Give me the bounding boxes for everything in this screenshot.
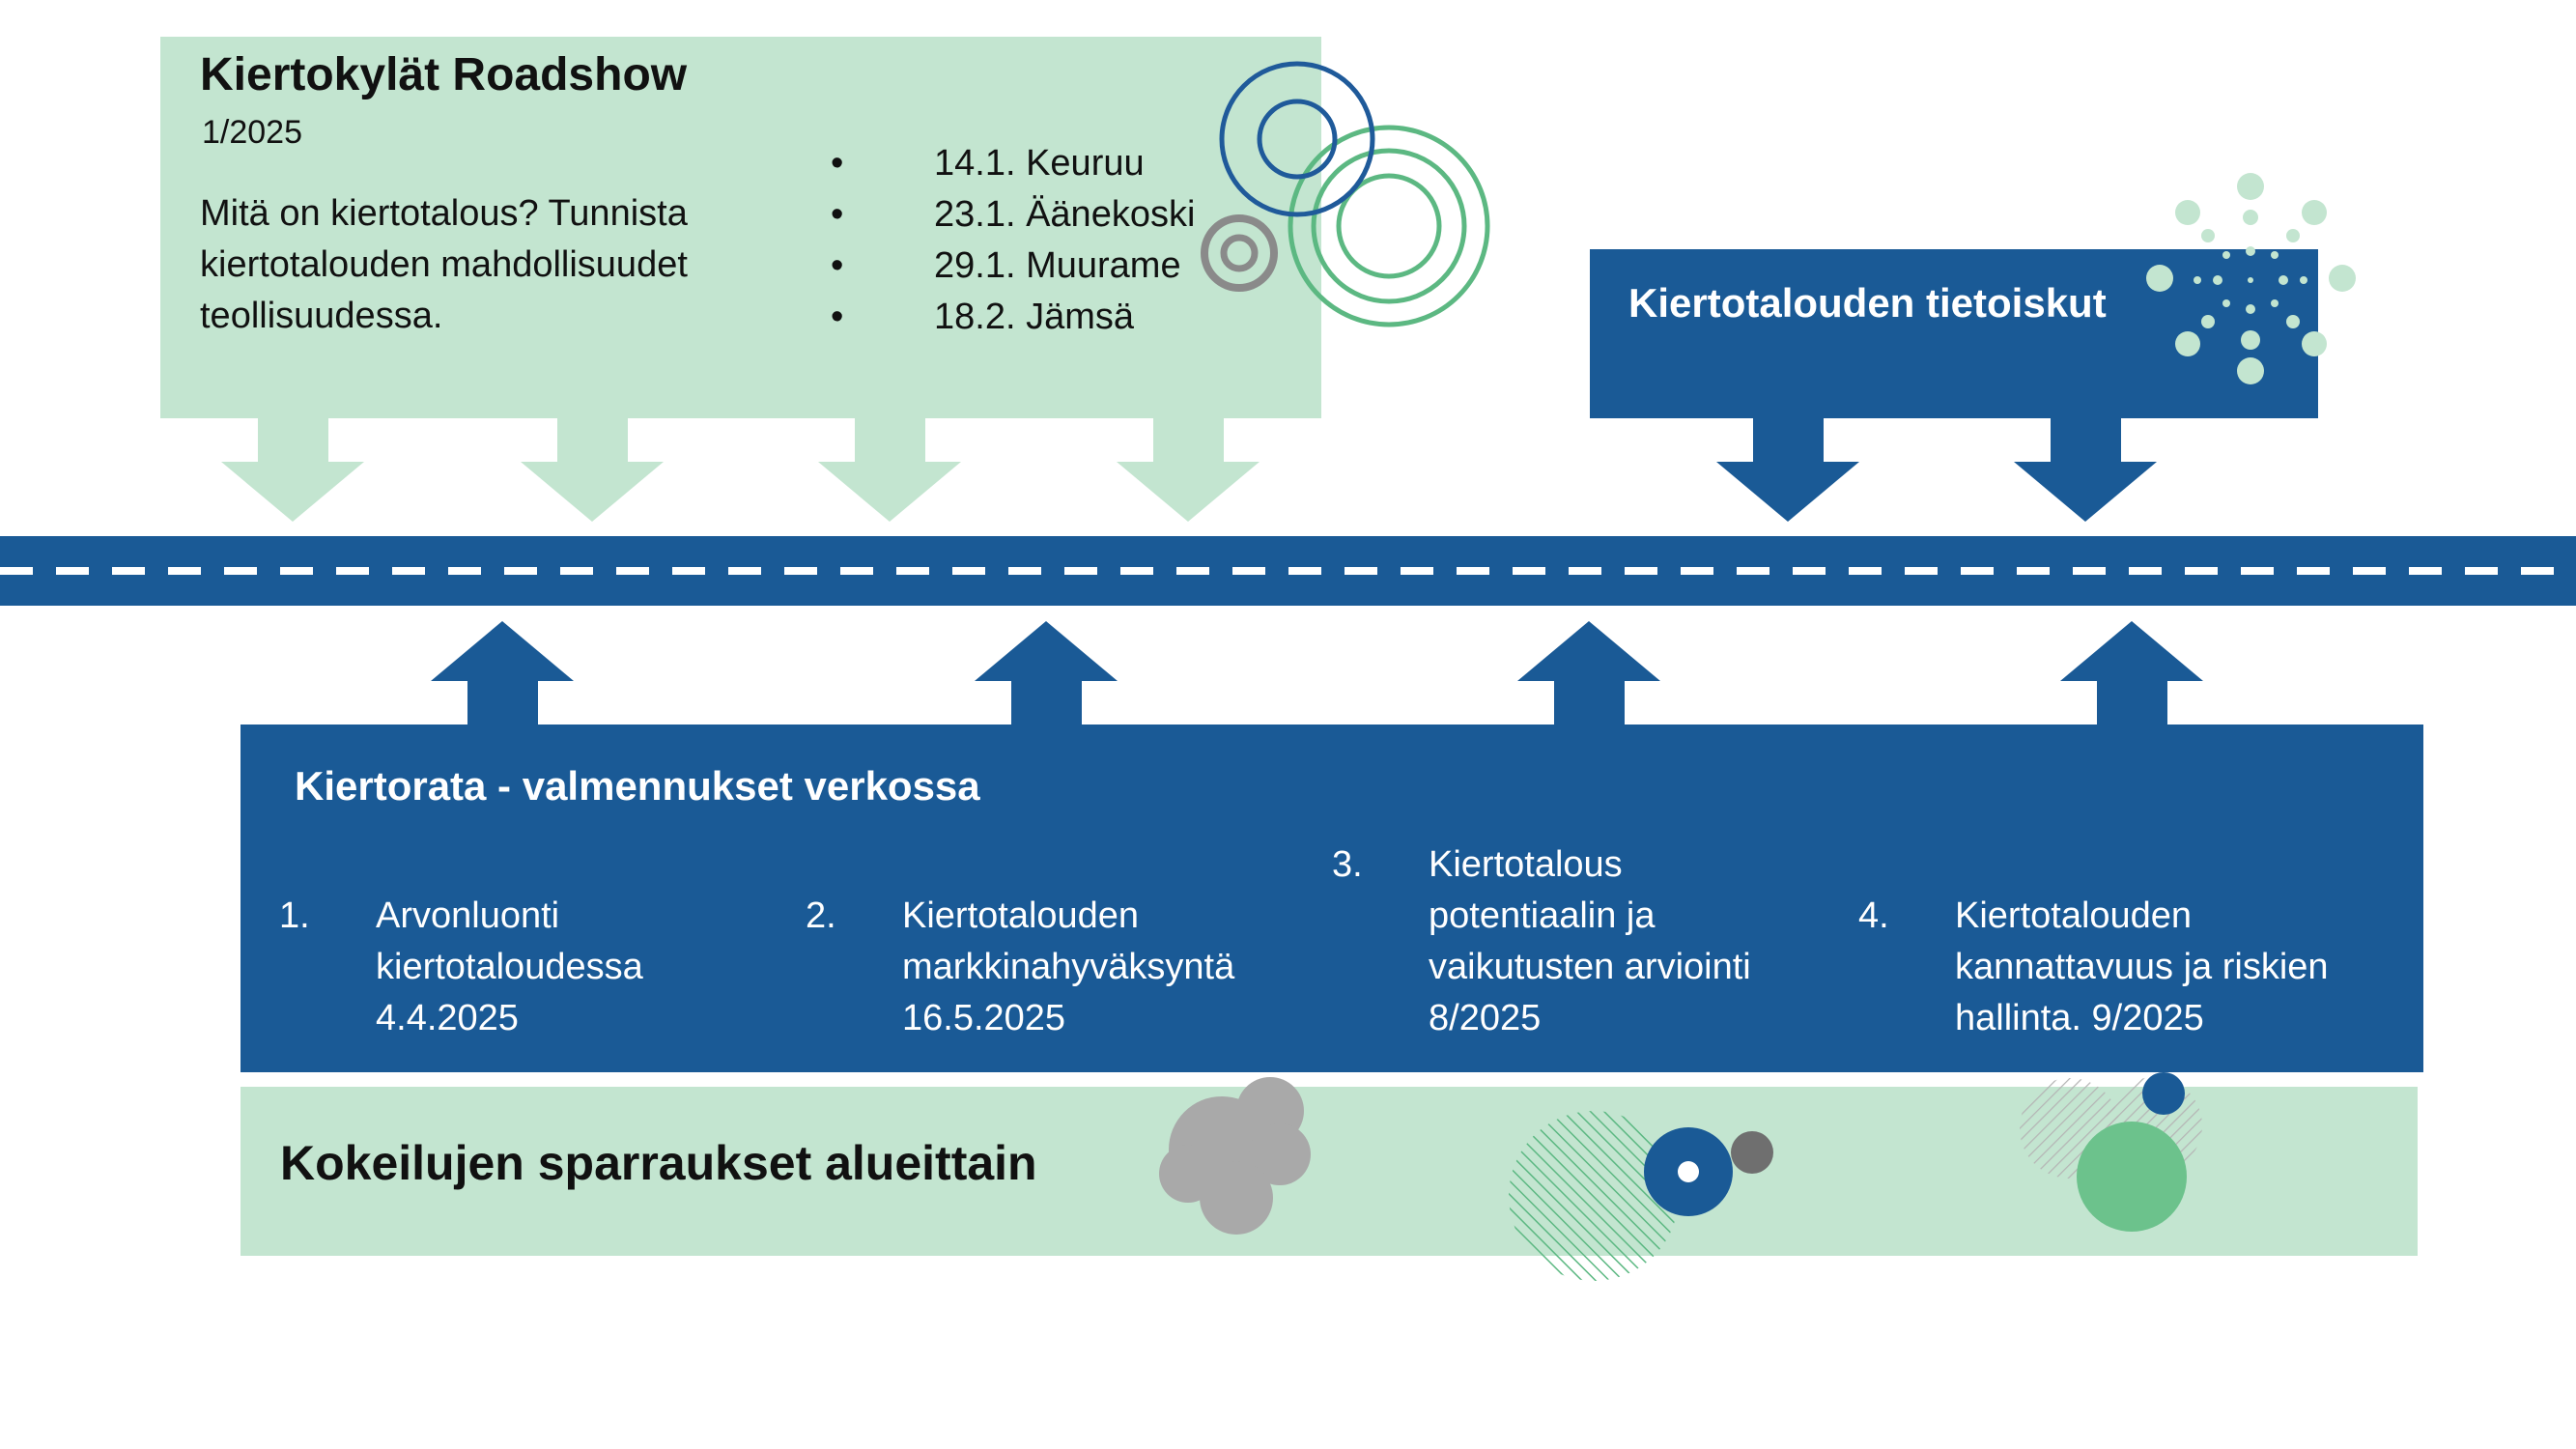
roadshow-arrows [221,418,1260,522]
down-arrow [2014,418,2157,522]
course-line: markkinahyväksyntä [902,947,1235,987]
course-number: 2. [806,895,836,936]
course-line: kiertotaloudessa [376,947,643,987]
hatched-circle-decoration [1509,1111,1773,1281]
event-item: • 18.2. Jämsä [831,292,1195,343]
course-number: 1. [279,895,310,936]
course-text: Kiertotalouden markkinahyväksyntä 16.5.2… [902,891,1234,1044]
bullet: • [831,143,844,184]
course-line: potentiaalin ja [1429,895,1656,936]
kiertorata-box [241,724,2423,1072]
down-arrow [818,418,961,522]
up-arrow [2060,621,2203,724]
course-line: kannattavuus ja riskien [1955,947,2329,987]
tietoiskut-box [1590,249,2318,418]
course-text: Arvonluonti kiertotaloudessa 4.4.2025 [376,891,643,1044]
course-text: Kiertotalouden kannattavuus ja riskien h… [1955,891,2329,1044]
course-line: 4.4.2025 [376,998,519,1038]
down-arrow [1716,418,1859,522]
bullet: • [831,194,844,235]
event-item: • 23.1. Äänekoski [831,189,1195,241]
up-arrow [431,621,574,724]
kiertorata-arrows [431,621,2203,724]
bullet: • [831,297,844,337]
event-text: 23.1. Äänekoski [934,194,1196,235]
down-arrow [521,418,664,522]
roadshow-date: 1/2025 [202,114,302,151]
event-text: 18.2. Jämsä [934,297,1134,337]
course-line: 8/2025 [1429,998,1542,1038]
green-circle-decoration [2020,1072,2202,1232]
dot-burst-decoration [2146,173,2356,384]
event-item: • 14.1. Keuruu [831,138,1195,189]
course-line: 16.5.2025 [902,998,1066,1038]
up-arrow [975,621,1118,724]
course-text: Kiertotalous potentiaalin ja vaikutusten… [1429,839,1751,1044]
kokeilut-title: Kokeilujen sparraukset alueittain [280,1136,1037,1190]
concentric-circles-decoration [1201,61,1490,327]
grey-blob-decoration [1159,1077,1311,1235]
event-text: 29.1. Muurame [934,245,1181,286]
kiertorata-title: Kiertorata - valmennukset verkossa [295,763,980,809]
roadshow-title: Kiertokylät Roadshow [200,49,688,100]
up-arrow [1517,621,1660,724]
course-line: Kiertotalous [1429,844,1623,885]
course-line: vaikutusten arviointi [1429,947,1751,987]
course-line: hallinta. 9/2025 [1955,998,2204,1038]
bullet: • [831,245,844,286]
event-item: • 29.1. Muurame [831,241,1195,292]
event-text: 14.1. Keuruu [934,143,1145,184]
down-arrow [221,418,364,522]
roadshow-description: Mitä on kiertotalous? Tunnista kiertotal… [200,193,688,336]
down-arrow [1117,418,1260,522]
course-line: Kiertotalouden [902,895,1140,936]
course-number: 3. [1332,844,1363,885]
tietoiskut-title: Kiertotalouden tietoiskut [1628,280,2107,326]
tietoiskut-arrows [1716,418,2157,522]
course-number: 4. [1858,895,1889,936]
roadshow-box [160,37,1321,418]
roadshow-event-list: • 14.1. Keuruu • 23.1. Äänekoski • 29.1. Mu… [831,138,1195,343]
course-line: Arvonluonti [376,895,560,936]
course-line: Kiertotalouden [1955,895,2193,936]
